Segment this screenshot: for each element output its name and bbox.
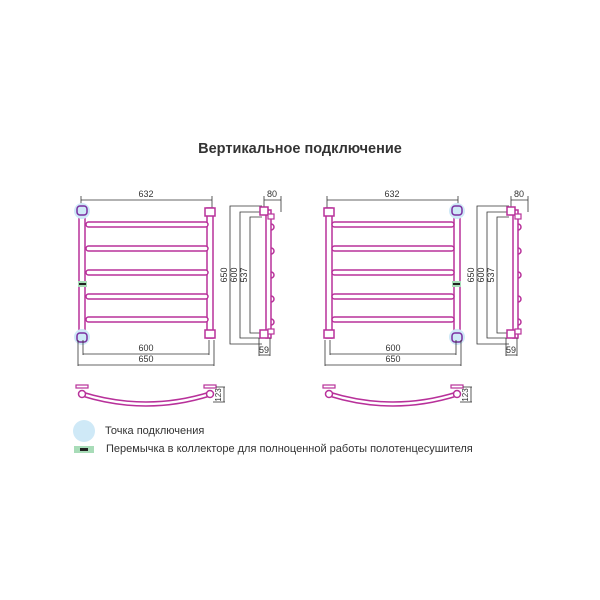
- dim-80-right: 80: [514, 189, 524, 199]
- dim-600-right: 600: [385, 343, 400, 353]
- dim-80-left: 80: [267, 189, 277, 199]
- jumper-icon: [74, 445, 94, 453]
- top-view-right: 123: [322, 384, 472, 407]
- dim-123-left: 123: [214, 388, 223, 402]
- dim-650-height-left: 650: [219, 267, 229, 282]
- side-view-left: 80 650 600 537 59: [219, 189, 282, 356]
- front-view-right: 632 600 650: [323, 189, 465, 366]
- legend-item-connection-point: Точка подключения: [73, 420, 204, 442]
- legend-item-jumper: Перемычка в коллекторе для полноценной р…: [74, 443, 473, 455]
- dim-59-right: 59: [506, 345, 516, 355]
- dim-537-height-left: 537: [239, 267, 249, 282]
- dim-650-height-right: 650: [466, 267, 476, 282]
- dim-650-right: 650: [385, 354, 400, 364]
- dim-123-right: 123: [461, 388, 470, 402]
- dim-537-height-right: 537: [486, 267, 496, 282]
- dim-632-right: 632: [384, 189, 399, 199]
- connection-point-icon: [73, 420, 95, 442]
- page-title: Вертикальное подключение: [198, 141, 402, 157]
- dim-600-height-right: 600: [476, 267, 486, 282]
- dim-650-left: 650: [138, 354, 153, 364]
- side-view-right: 80 650 600 537 59: [466, 189, 529, 356]
- dim-59-left: 59: [259, 345, 269, 355]
- front-view-left: 632 600 650: [74, 189, 216, 366]
- dim-632-left: 632: [138, 189, 153, 199]
- legend-label: Перемычка в коллекторе для полноценной р…: [106, 443, 473, 455]
- dim-600-height-left: 600: [229, 267, 239, 282]
- dim-600-left: 600: [138, 343, 153, 353]
- top-view-left: 123: [75, 384, 225, 407]
- legend-label: Точка подключения: [105, 425, 205, 437]
